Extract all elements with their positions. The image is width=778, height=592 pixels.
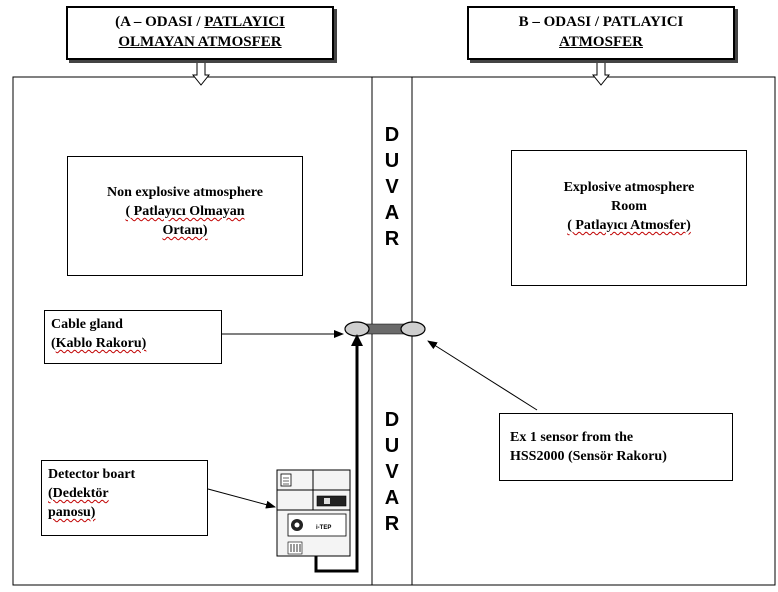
cable-gland-line2: (Kablo Rakoru): [51, 336, 147, 351]
non-explosive-line1: Non explosive atmosphere: [106, 185, 264, 200]
detector-line1-text: Detector boart: [48, 467, 136, 482]
cable-gland-left: [344, 321, 370, 337]
detector-line1: Detector boart: [48, 465, 207, 484]
wall-letter: D: [384, 124, 400, 146]
sensor-line1: Ex 1 sensor from the: [510, 430, 634, 445]
room-a-title-line2: OLMAYAN ATMOSFER: [118, 34, 282, 50]
non-explosive-box: Non explosive atmosphere ( Patlayıcı Olm…: [67, 156, 303, 276]
wall-letter: D: [384, 409, 400, 431]
room-a-title-box: (A – ODASI / PATLAYICI OLMAYAN ATMOSFER: [66, 6, 334, 60]
explosive-line1: Explosive atmosphere: [563, 180, 695, 195]
sensor-line2: HSS2000 (Sensör Rakoru): [510, 449, 667, 464]
wall-letter: A: [384, 487, 400, 509]
detector-line3: panosu): [48, 505, 96, 520]
cable-arrowhead: [351, 334, 363, 346]
cable-gland-line1: Cable gland: [51, 317, 123, 332]
explosive-box: Explosive atmosphere Room ( Patlayıcı At…: [511, 150, 747, 286]
detector-arrow: [207, 488, 276, 509]
explosive-line3: ( Patlayıcı Atmosfer): [567, 218, 691, 233]
cable-gland-right: [400, 321, 426, 337]
rooms-frame: [12, 76, 776, 586]
room-a-title-prefix: (A – ODASI /: [115, 14, 205, 30]
sensor-arrow: [427, 340, 538, 411]
detector-device: [276, 469, 351, 557]
wall-letter: U: [384, 150, 400, 172]
cable-line: [314, 337, 359, 573]
wall-letter: R: [384, 228, 400, 250]
wall-label-upper: D U V A R: [372, 122, 412, 252]
wall-letter: V: [385, 461, 399, 483]
room-a-title-emph: PATLAYICI: [204, 14, 285, 30]
sensor-label-box: Ex 1 sensor from the HSS2000 (Sensör Rak…: [499, 413, 733, 481]
room-a-down-arrow-icon: [191, 61, 211, 86]
non-explosive-line3: Ortam): [162, 223, 208, 238]
room-b-title-box: B – ODASI / PATLAYICI ATMOSFER: [467, 6, 735, 60]
wall-letter: V: [385, 176, 399, 198]
device-logo: i-TEP: [316, 525, 331, 531]
explosive-line2: Room: [611, 199, 647, 214]
non-explosive-line2: ( Patlayıcı Olmayan: [125, 204, 245, 219]
room-b-down-arrow-icon: [591, 61, 611, 86]
room-b-title-line2: ATMOSFER: [559, 34, 643, 50]
wall-letter: A: [384, 202, 400, 224]
wall-letter: U: [384, 435, 400, 457]
detector-label-box: Detector boart (Dedektör panosu): [41, 460, 208, 536]
room-b-title-line1: B – ODASI / PATLAYICI: [518, 14, 684, 30]
room-a-title-line1: (A – ODASI / PATLAYICI: [68, 12, 332, 32]
wall-label-lower: D U V A R: [372, 407, 412, 537]
detector-line2: (Dedektör: [48, 486, 109, 501]
cable-gland-label-box: Cable gland (Kablo Rakoru): [44, 310, 222, 364]
wall-letter: R: [384, 513, 400, 535]
cable-gland-line2-text: Kablo Rakoru): [55, 336, 147, 351]
